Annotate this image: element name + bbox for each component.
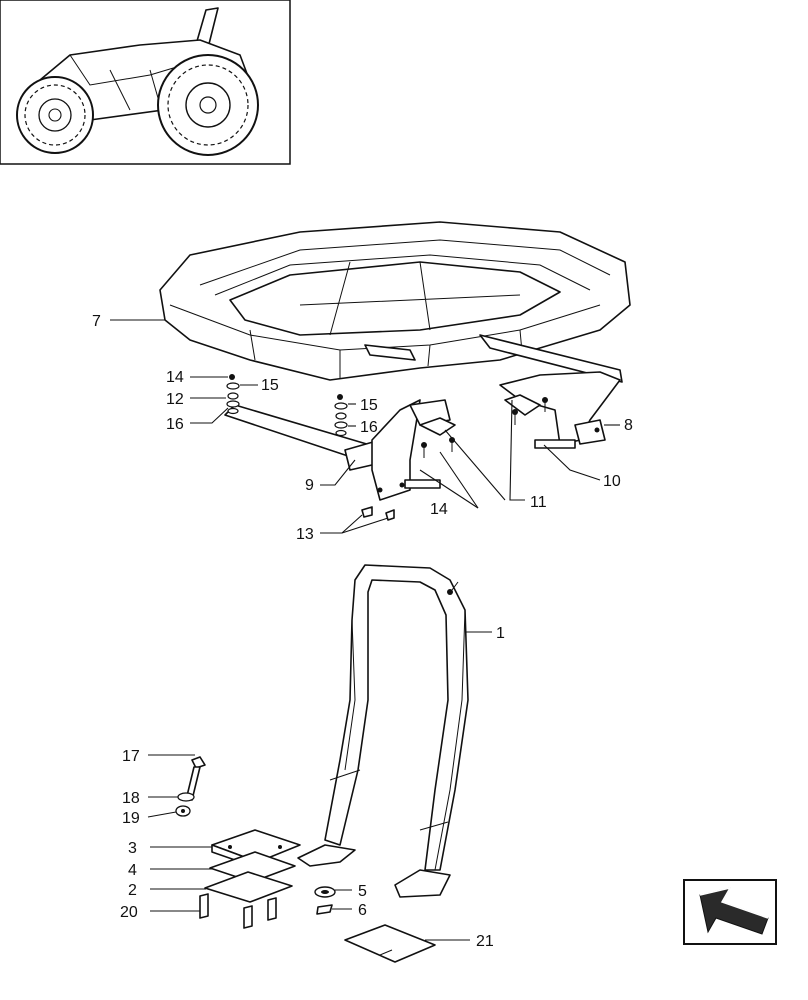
mount-plates (199, 829, 301, 929)
callout-14-center: 14 (430, 501, 448, 518)
left-hardware-stack (226, 374, 240, 415)
callout-10: 10 (603, 473, 621, 490)
callout-18: 18 (122, 790, 140, 807)
callout-12: 12 (166, 391, 184, 408)
callout-17: 17 (122, 748, 140, 765)
callout-19: 19 (122, 810, 140, 827)
callout-20: 20 (120, 904, 138, 921)
callout-6: 6 (358, 902, 367, 919)
base-plate (344, 924, 436, 963)
callout-16-center: 16 (360, 419, 378, 436)
callout-16-left: 16 (166, 416, 184, 433)
callout-1: 1 (496, 625, 505, 642)
callout-2: 2 (128, 882, 137, 899)
mount-bolt-assembly (175, 756, 206, 817)
callout-5: 5 (358, 883, 367, 900)
callout-15-center: 15 (360, 397, 378, 414)
washer-shim (314, 886, 336, 915)
callout-11: 11 (530, 494, 547, 511)
rops-frame (297, 564, 469, 898)
next-page-arrow-icon[interactable] (683, 879, 777, 945)
tractor-thumbnail (0, 0, 291, 165)
callout-labels: 7 14 15 12 16 15 16 8 9 10 11 14 13 1 17… (92, 313, 633, 950)
canopy-roof (159, 221, 631, 383)
callout-3: 3 (128, 840, 137, 857)
callout-21: 21 (476, 933, 494, 950)
right-bracket (499, 371, 621, 449)
callout-8: 8 (624, 417, 633, 434)
bolts-14 (421, 397, 548, 458)
left-rail (224, 404, 386, 471)
callout-9: 9 (305, 477, 314, 494)
clips-13 (361, 506, 395, 521)
callout-14-left: 14 (166, 369, 184, 386)
callout-13: 13 (296, 526, 314, 543)
callout-4: 4 (128, 862, 137, 879)
center-hardware-stack (334, 394, 348, 437)
callout-7: 7 (92, 313, 101, 330)
callout-15-left: 15 (261, 377, 279, 394)
leader-lines (110, 319, 620, 941)
